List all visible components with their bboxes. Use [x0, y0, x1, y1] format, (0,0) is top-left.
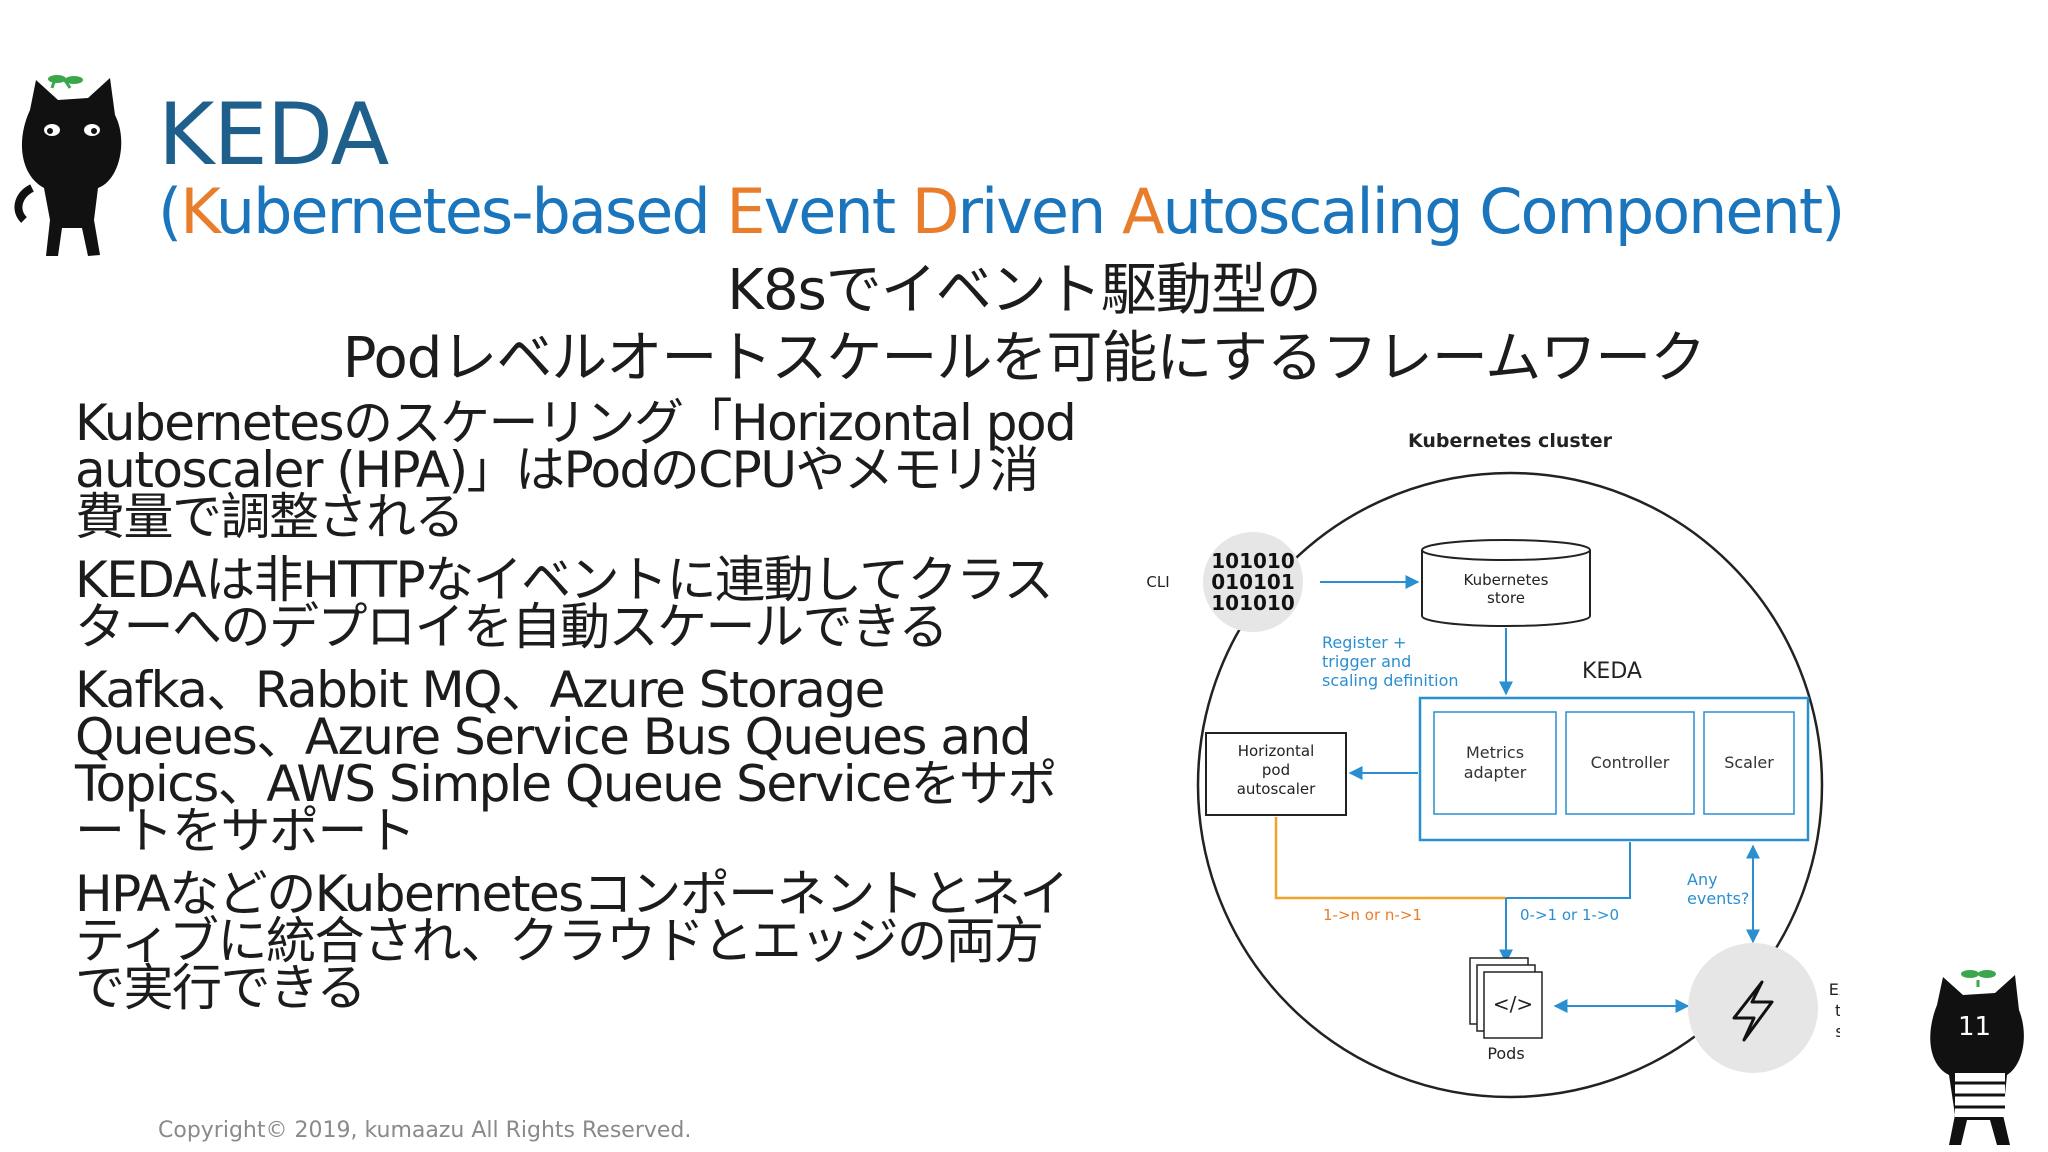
svg-text:</>: </>	[1493, 992, 1533, 1016]
register-label-2: trigger and	[1322, 652, 1411, 671]
kubernetes-store: Kubernetes store	[1421, 539, 1591, 627]
scale-n-label: 1->n or n->1	[1323, 906, 1422, 924]
cluster-label: Kubernetes cluster	[1408, 430, 1613, 452]
bullet-hpa: Kubernetesのスケーリング「Horizontal pod autosca…	[75, 394, 1077, 546]
ext-label-1: External	[1829, 980, 1840, 999]
cli-binary-row-3: 101010	[1211, 591, 1295, 615]
bullet-keda: KEDAは非HTTPなイベントに連動してクラスターへのデプロイを自動スケールでき…	[75, 551, 1054, 656]
svg-text:store: store	[1487, 589, 1525, 607]
binary-cli-icon	[1203, 532, 1303, 632]
scaler-box	[1703, 711, 1795, 815]
cluster-boundary	[1196, 471, 1824, 1099]
bullet-list: Kubernetesのスケーリング「Horizontal pod autosca…	[75, 394, 1085, 1028]
svg-text:Metrics: Metrics	[1466, 743, 1524, 762]
cat-mascot-icon	[14, 75, 122, 256]
keda-architecture-diagram: Kubernetes cluster CLI 101010 010101 101…	[1146, 430, 1840, 1099]
metrics-adapter-box	[1433, 711, 1557, 815]
hpa-box	[1205, 732, 1347, 816]
scale-0-label: 0->1 or 1->0	[1520, 906, 1619, 924]
code-document-icon: </>	[1469, 957, 1543, 1039]
bullet-supported-sources: Kafka、Rabbit MQ、Azure Storage Queues、Azu…	[75, 661, 1057, 860]
cli-label: CLI	[1146, 573, 1169, 591]
events-label-1: Any	[1687, 870, 1718, 889]
svg-text:adapter: adapter	[1464, 763, 1527, 782]
ext-label-2: trigger	[1835, 1001, 1840, 1020]
tagline-line-2: Podレベルオートスケールを可能にするフレームワーク	[342, 326, 1706, 391]
copyright: Copyright© 2019, kumaazu All Rights Rese…	[158, 1118, 692, 1143]
bullet-native-integration: HPAなどのKubernetesコンポーネントとネイティブに統合され、クラウドと…	[75, 865, 1069, 1017]
svg-text:autoscaler: autoscaler	[1237, 780, 1316, 798]
register-label-1: Register +	[1322, 633, 1406, 652]
slide-title: KEDA	[158, 85, 389, 185]
svg-text:Kubernetes: Kubernetes	[1464, 571, 1549, 589]
cli-binary-row-2: 010101	[1211, 570, 1295, 594]
cat-mascot-page-icon	[1930, 970, 2024, 1145]
pods-label: Pods	[1487, 1044, 1524, 1063]
lightning-icon	[1732, 980, 1774, 1042]
page-number: 11	[1958, 1012, 1992, 1042]
tagline-line-1: K8sでイベント駆動型の	[727, 258, 1322, 323]
register-label-3: scaling definition	[1322, 671, 1459, 690]
events-label-2: events?	[1687, 889, 1749, 908]
svg-text:pod: pod	[1262, 761, 1290, 779]
slide-subtitle: (Kubernetes-based Event Driven Autoscali…	[158, 175, 1845, 248]
svg-text:Controller: Controller	[1591, 753, 1670, 772]
external-trigger-circle	[1688, 943, 1818, 1073]
controller-box	[1565, 711, 1695, 815]
svg-text:Scaler: Scaler	[1724, 753, 1774, 772]
keda-label: KEDA	[1582, 659, 1642, 684]
svg-text:Horizontal: Horizontal	[1238, 742, 1315, 760]
ext-label-3: source	[1835, 1022, 1840, 1041]
cli-binary-row-1: 101010	[1211, 549, 1295, 573]
